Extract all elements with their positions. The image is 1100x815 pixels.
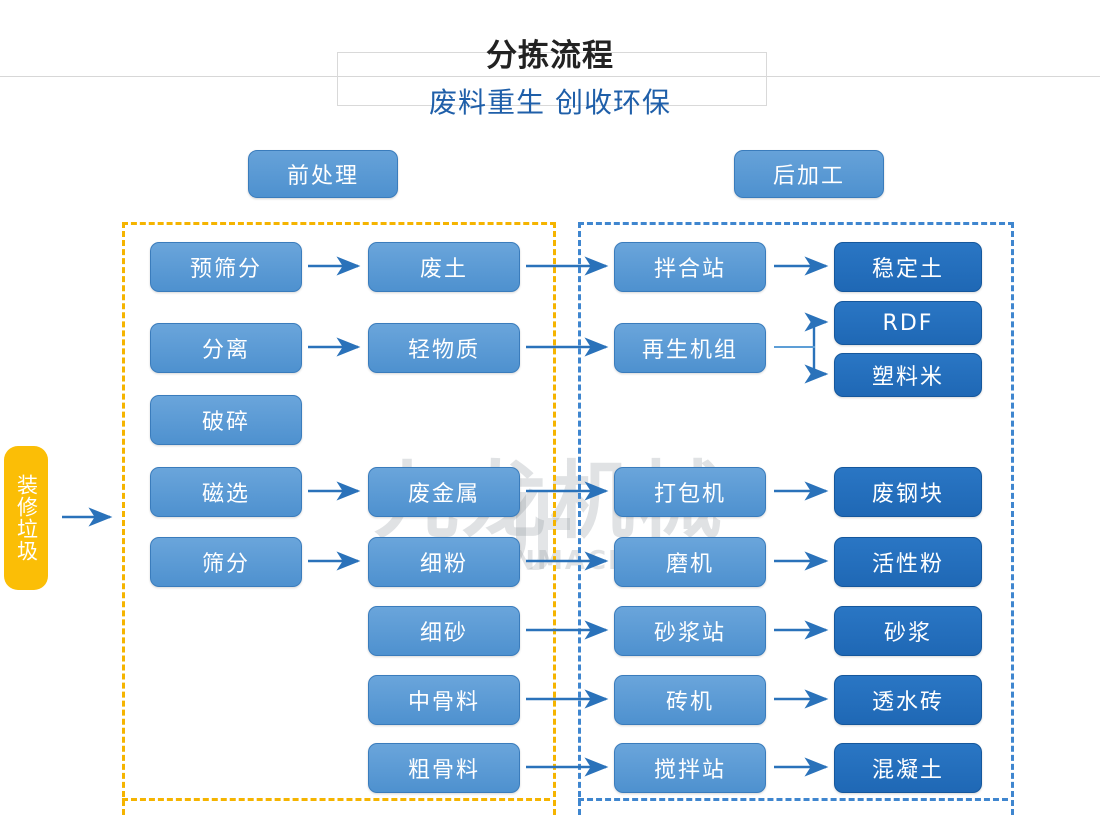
zone-postprocessing-border (578, 222, 1014, 815)
node-concrete-batching-station[interactable]: 搅拌站 (614, 743, 766, 793)
node-crushing[interactable]: 破碎 (150, 395, 302, 445)
node-fine-sand[interactable]: 细砂 (368, 606, 520, 656)
node-concrete[interactable]: 混凝土 (834, 743, 982, 793)
node-grinding-mill[interactable]: 磨机 (614, 537, 766, 587)
zone-preprocessing-border-bottom (122, 798, 550, 801)
zone-preprocessing-border (122, 222, 556, 815)
node-scrap-metal[interactable]: 废金属 (368, 467, 520, 517)
input-node-construction-waste[interactable]: 装修垃圾 (4, 446, 48, 590)
title-frame (337, 52, 767, 106)
node-magnetic-separation[interactable]: 磁选 (150, 467, 302, 517)
node-plastic-pellets[interactable]: 塑料米 (834, 353, 982, 397)
node-stabilized-soil[interactable]: 稳定土 (834, 242, 982, 292)
node-separation[interactable]: 分离 (150, 323, 302, 373)
node-coarse-aggregate[interactable]: 粗骨料 (368, 743, 520, 793)
node-mortar[interactable]: 砂浆 (834, 606, 982, 656)
node-brick-machine[interactable]: 砖机 (614, 675, 766, 725)
node-pre-screening[interactable]: 预筛分 (150, 242, 302, 292)
node-baler[interactable]: 打包机 (614, 467, 766, 517)
node-light-material[interactable]: 轻物质 (368, 323, 520, 373)
page-subtitle: 废料重生 创收环保 (429, 86, 671, 119)
zone-label-postprocessing[interactable]: 后加工 (734, 150, 884, 198)
node-fine-powder[interactable]: 细粉 (368, 537, 520, 587)
node-rdf[interactable]: RDF (834, 301, 982, 345)
node-active-powder[interactable]: 活性粉 (834, 537, 982, 587)
node-screening[interactable]: 筛分 (150, 537, 302, 587)
node-mixing-station[interactable]: 拌合站 (614, 242, 766, 292)
node-permeable-brick[interactable]: 透水砖 (834, 675, 982, 725)
node-mortar-station[interactable]: 砂浆站 (614, 606, 766, 656)
node-scrap-steel-block[interactable]: 废钢块 (834, 467, 982, 517)
zone-label-preprocessing[interactable]: 前处理 (248, 150, 398, 198)
zone-postprocessing-border-bottom (578, 798, 1008, 801)
page-title: 分拣流程 (486, 38, 614, 74)
node-recycling-unit[interactable]: 再生机组 (614, 323, 766, 373)
node-medium-aggregate[interactable]: 中骨料 (368, 675, 520, 725)
header-divider-line (0, 76, 1100, 77)
node-waste-soil[interactable]: 废土 (368, 242, 520, 292)
